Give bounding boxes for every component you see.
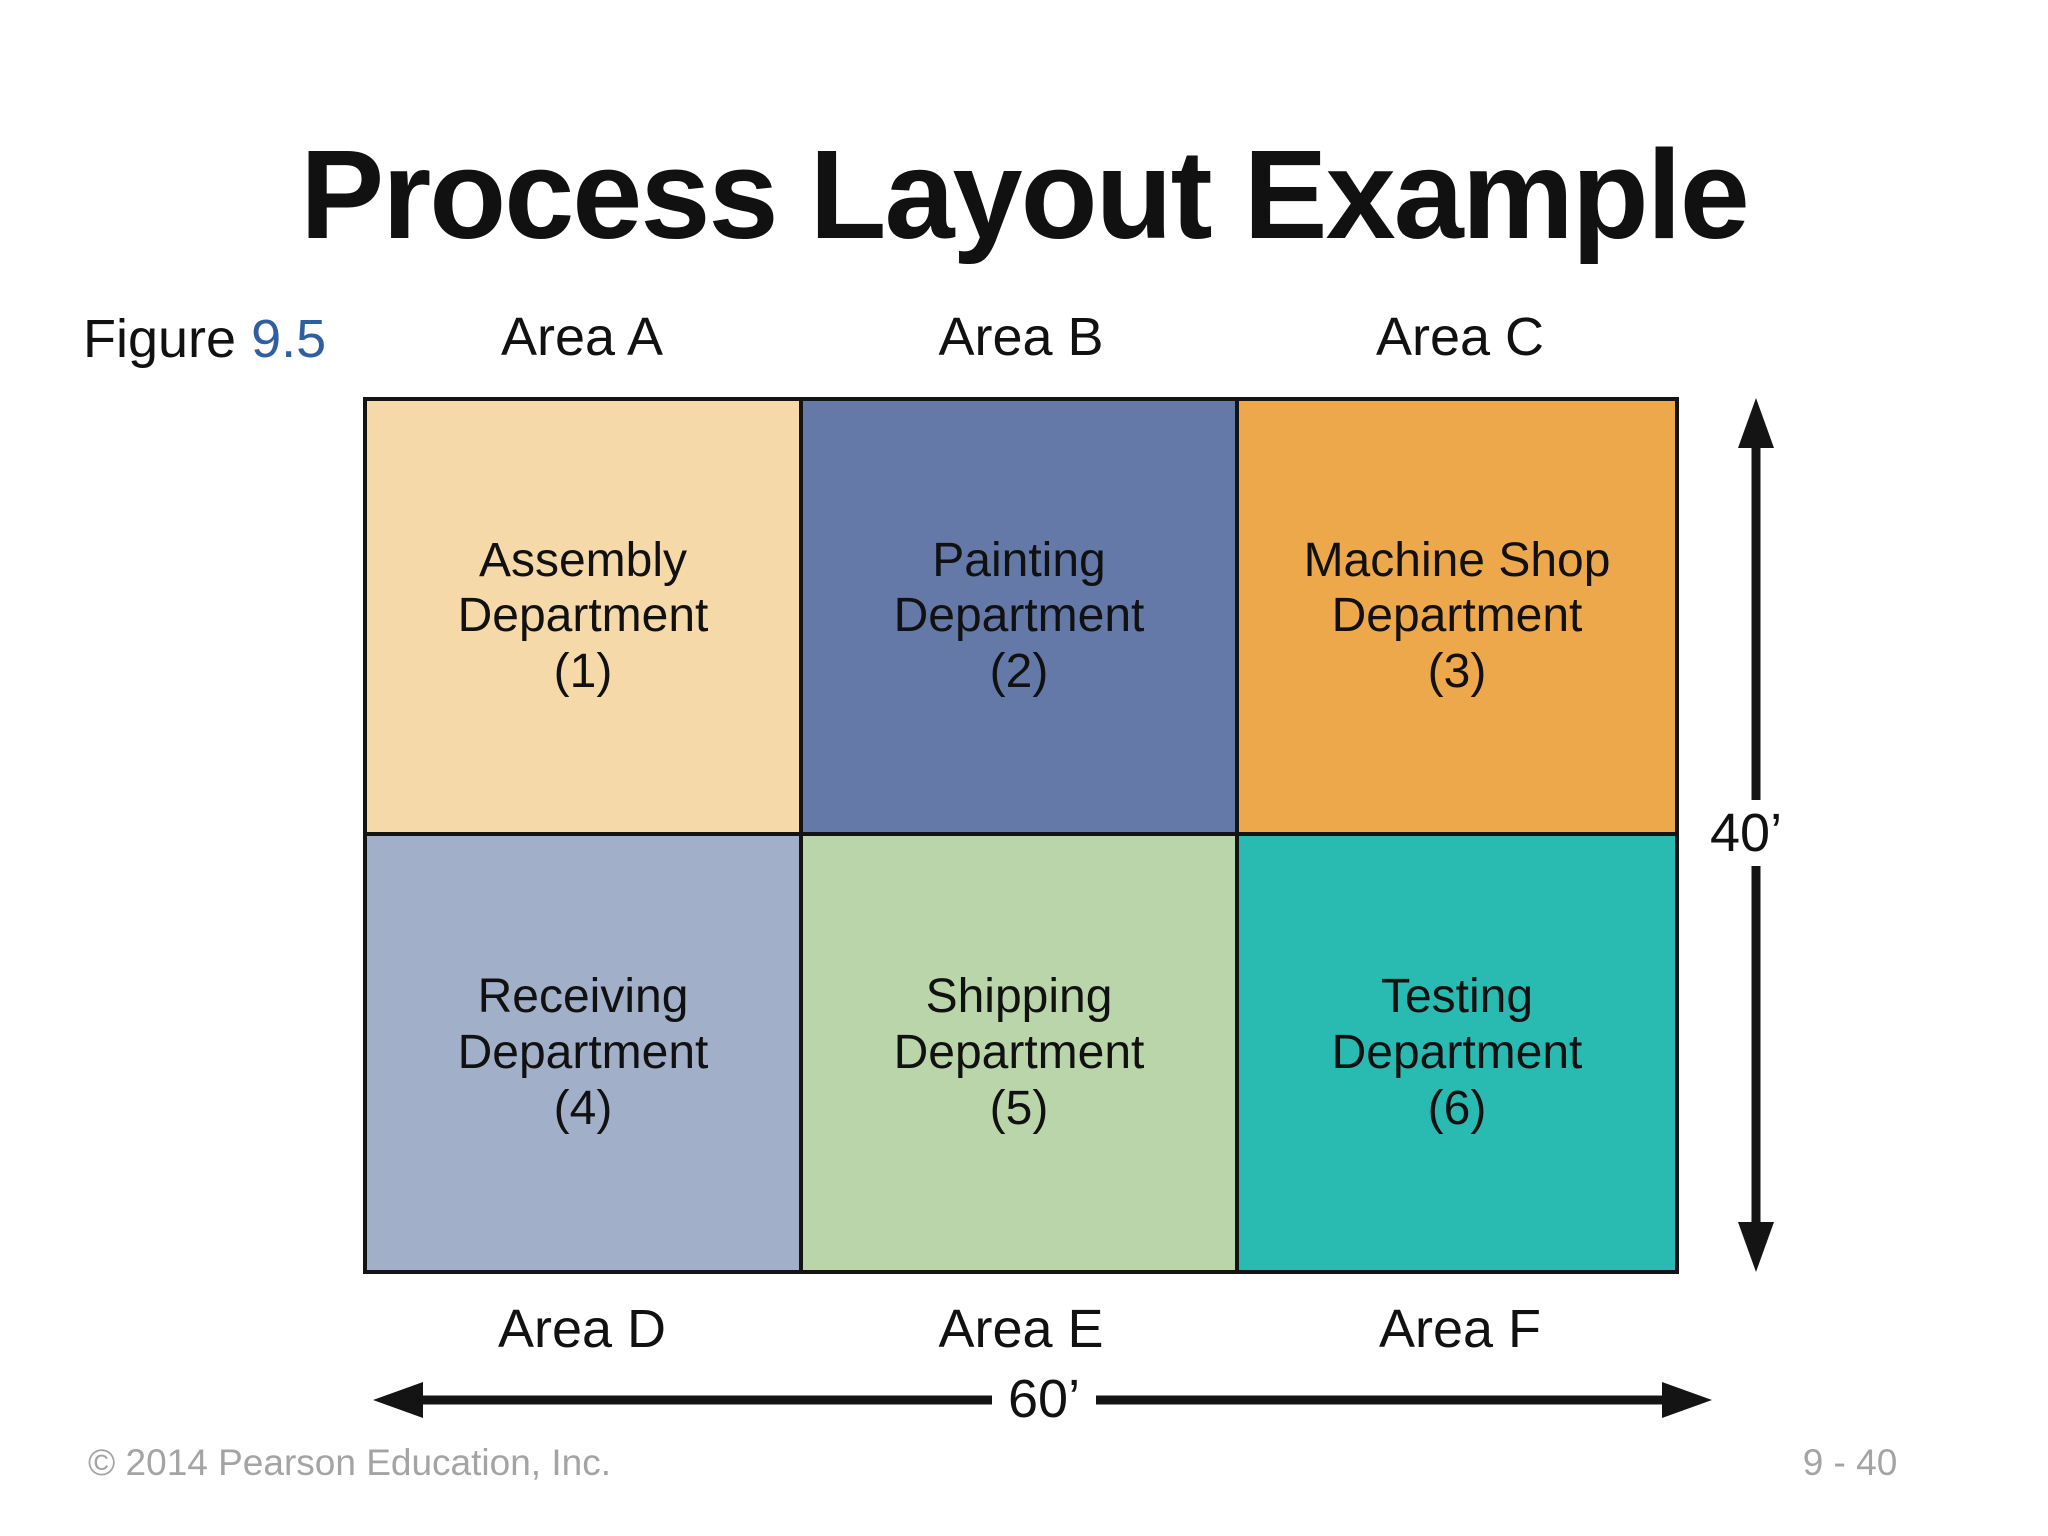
department-number: (4) [553, 1081, 613, 1135]
area-label-e: Area E [938, 1299, 1104, 1359]
department-name-line: Department [893, 1025, 1145, 1079]
width-dimension-label: 60’ [992, 1366, 1097, 1432]
page-title: Process Layout Example [300, 124, 1750, 265]
area-label-b: Area B [938, 307, 1104, 367]
department-name-line: Department [457, 589, 709, 643]
area-label-c: Area C [1375, 307, 1545, 367]
figure-word: Figure [83, 309, 237, 369]
area-label-f: Area F [1378, 1299, 1542, 1359]
area-label-d: Area D [497, 1299, 667, 1359]
department-grid: Assembly Department (1) Painting Departm… [363, 397, 1679, 1274]
department-cell-receiving: Receiving Department (4) [367, 835, 803, 1270]
department-number: (3) [1427, 645, 1487, 699]
height-arrow-head-up [1738, 398, 1774, 448]
footer-page-number: 9 - 40 [1802, 1442, 1898, 1483]
footer-copyright: © 2014 Pearson Education, Inc. [88, 1442, 611, 1483]
department-name-line: Testing [1380, 970, 1534, 1024]
figure-label: Figure 9.5 [83, 308, 326, 370]
department-number: (2) [989, 645, 1049, 699]
width-arrow-head-left [373, 1382, 423, 1418]
department-cell-testing: Testing Department (6) [1239, 835, 1675, 1270]
department-number: (5) [989, 1081, 1049, 1135]
department-name-line: Assembly [478, 533, 688, 587]
department-name-line: Receiving [477, 970, 689, 1024]
height-dimension-label: 40’ [1694, 800, 1799, 866]
figure-number: 9.5 [251, 309, 327, 369]
department-number: (6) [1427, 1081, 1487, 1135]
height-arrow-head-down [1738, 1222, 1774, 1272]
department-name-line: Department [1331, 589, 1583, 643]
department-name-line: Department [457, 1025, 709, 1079]
department-cell-painting: Painting Department (2) [803, 401, 1239, 836]
width-arrow-head-right [1662, 1382, 1712, 1418]
department-cell-machine-shop: Machine Shop Department (3) [1239, 401, 1675, 836]
area-label-a: Area A [500, 307, 664, 367]
department-cell-assembly: Assembly Department (1) [367, 401, 803, 836]
department-name-line: Department [893, 589, 1145, 643]
department-name-line: Machine Shop [1303, 533, 1611, 587]
department-number: (1) [553, 645, 613, 699]
department-cell-shipping: Shipping Department (5) [803, 835, 1239, 1270]
department-name-line: Painting [932, 533, 1106, 587]
department-name-line: Department [1331, 1025, 1583, 1079]
department-name-line: Shipping [925, 970, 1113, 1024]
